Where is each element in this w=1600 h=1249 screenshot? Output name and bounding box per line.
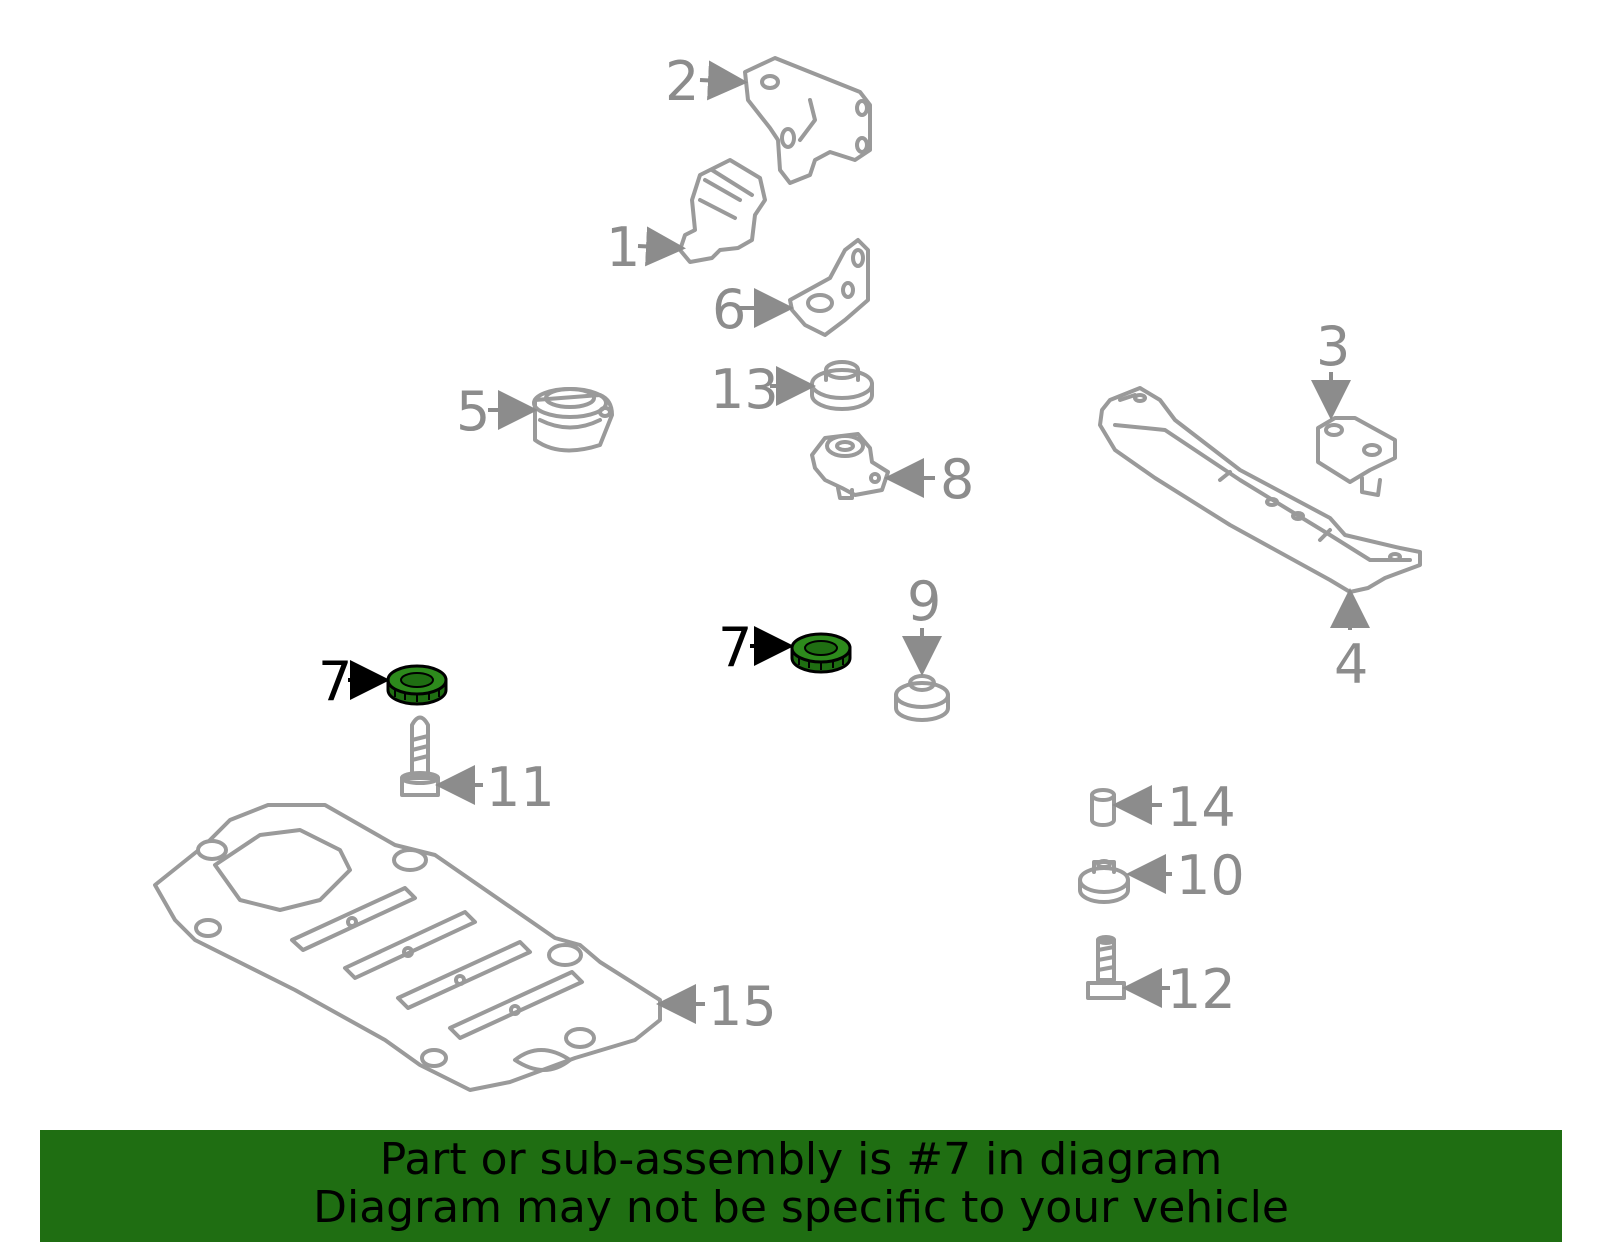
part-11-bolt (400, 715, 440, 797)
part-2-bracket (743, 56, 872, 185)
part-7-washer-left (386, 664, 448, 706)
callout-3: 3 (1316, 315, 1350, 378)
callout-12: 12 (1167, 958, 1236, 1021)
part-3-bracket (1316, 416, 1397, 497)
part-7-washer-right (790, 632, 852, 674)
callout-7-right: 7 (718, 616, 752, 679)
part-14-sleeve (1090, 788, 1116, 827)
callout-9: 9 (907, 570, 941, 633)
callout-1: 1 (606, 216, 640, 279)
callout-4: 4 (1334, 633, 1368, 696)
callout-6: 6 (712, 278, 746, 341)
part-13-bushing (810, 360, 874, 411)
part-10-nut (1078, 859, 1130, 904)
callout-15: 15 (708, 975, 777, 1038)
part-9-bushing (894, 674, 950, 722)
banner-line-2: Diagram may not be specific to your vehi… (313, 1182, 1289, 1233)
part-8-mount (810, 432, 890, 500)
callout-8: 8 (940, 448, 974, 511)
part-5-mount (532, 387, 614, 453)
callout-13: 13 (710, 358, 779, 421)
callout-14: 14 (1167, 776, 1236, 839)
callout-7-left: 7 (318, 650, 352, 713)
part-1-mount (678, 158, 767, 264)
banner-line-1: Part or sub-assembly is #7 in diagram (379, 1134, 1223, 1185)
callout-10: 10 (1176, 844, 1245, 907)
part-12-bolt (1086, 935, 1126, 1000)
callout-5: 5 (456, 380, 490, 443)
part-15-skid-plate (153, 803, 662, 1092)
callout-11: 11 (486, 756, 555, 819)
callout-2: 2 (665, 50, 699, 113)
info-banner: Part or sub-assembly is #7 in diagram Di… (40, 1130, 1562, 1242)
part-6-bracket (788, 238, 870, 337)
part-4-crossmember (1098, 386, 1422, 594)
